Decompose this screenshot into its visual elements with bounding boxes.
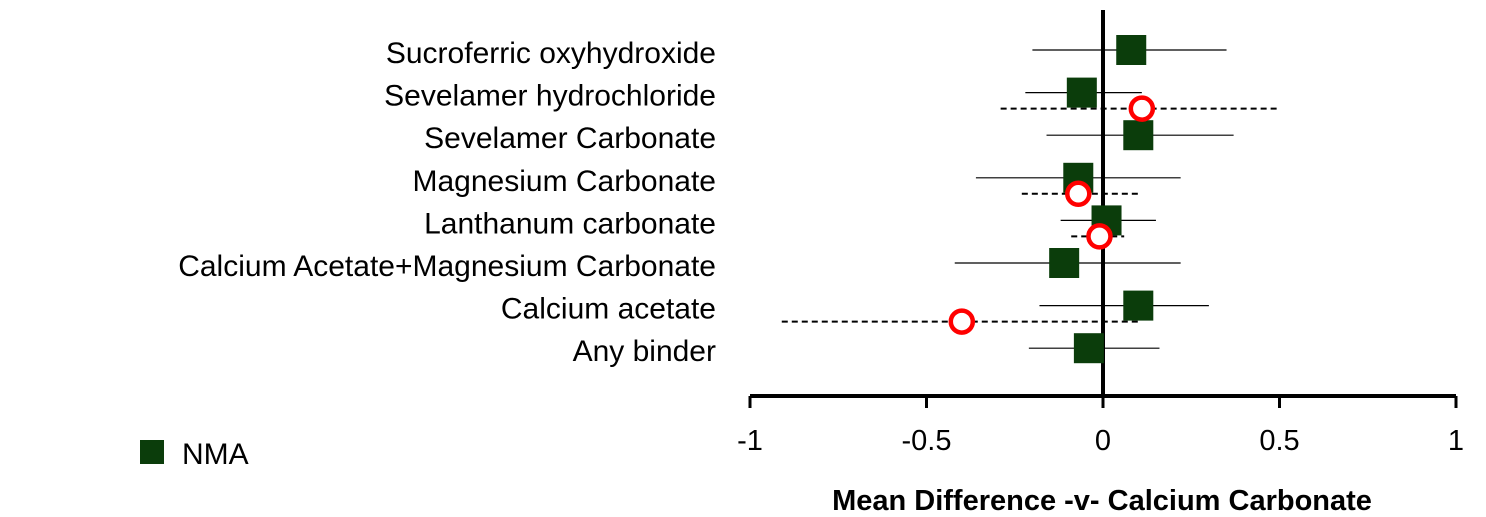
category-label-magnesium-carbonate: Magnesium Carbonate	[412, 165, 716, 198]
estimate-circle-magnesium-carbonate-series-1	[1065, 180, 1092, 208]
estimate-circle-calcium-acetate-series-1	[948, 308, 976, 335]
estimate-square-sucroferric-oxyhydroxide-series-0	[1116, 35, 1147, 65]
legend-swatch-nma	[140, 440, 164, 464]
estimate-square-sevelamer-carbonate-series-0	[1123, 120, 1154, 151]
estimate-square-calcium-acetate-magnesium-carbonate-series-0	[1049, 248, 1080, 278]
x-tick-label-0: -1	[737, 425, 763, 457]
category-label-calcium-acetate: Calcium acetate	[501, 293, 716, 326]
legend: NMA	[140, 438, 249, 471]
estimate-circle-lanthanum-carbonate-series-1	[1086, 223, 1113, 250]
x-axis: -1 -0.5 0 0.5 1	[737, 394, 1464, 457]
category-label-any-binder: Any binder	[573, 335, 716, 368]
estimate-square-calcium-acetate-series-0	[1123, 290, 1154, 321]
x-tick-label-3: 0.5	[1259, 425, 1299, 457]
x-axis-title: Mean Difference -v- Calcium Carbonate	[832, 485, 1372, 517]
legend-label-nma: NMA	[182, 438, 249, 471]
point-estimates	[948, 35, 1156, 364]
category-label-sevelamer-carbonate: Sevelamer Carbonate	[424, 122, 716, 155]
x-tick-label-4: 1	[1448, 425, 1464, 457]
category-label-calcium-acetate-magnesium-carbonate: Calcium Acetate+Magnesium Carbonate	[178, 250, 716, 283]
confidence-intervals	[781, 49, 1280, 349]
category-label-lanthanum-carbonate: Lanthanum carbonate	[424, 207, 716, 240]
estimate-square-any-binder-series-0	[1073, 333, 1104, 364]
x-tick-label-2: 0	[1095, 425, 1111, 457]
category-label-sucroferric-oxyhydroxide: Sucroferric oxyhydroxide	[386, 37, 716, 70]
estimate-square-sevelamer-hydrochloride-series-0	[1066, 77, 1097, 108]
x-tick-label-1: -0.5	[902, 425, 952, 457]
category-label-sevelamer-hydrochloride: Sevelamer hydrochloride	[384, 80, 716, 113]
estimate-circle-sevelamer-hydrochloride-series-1	[1128, 95, 1156, 122]
